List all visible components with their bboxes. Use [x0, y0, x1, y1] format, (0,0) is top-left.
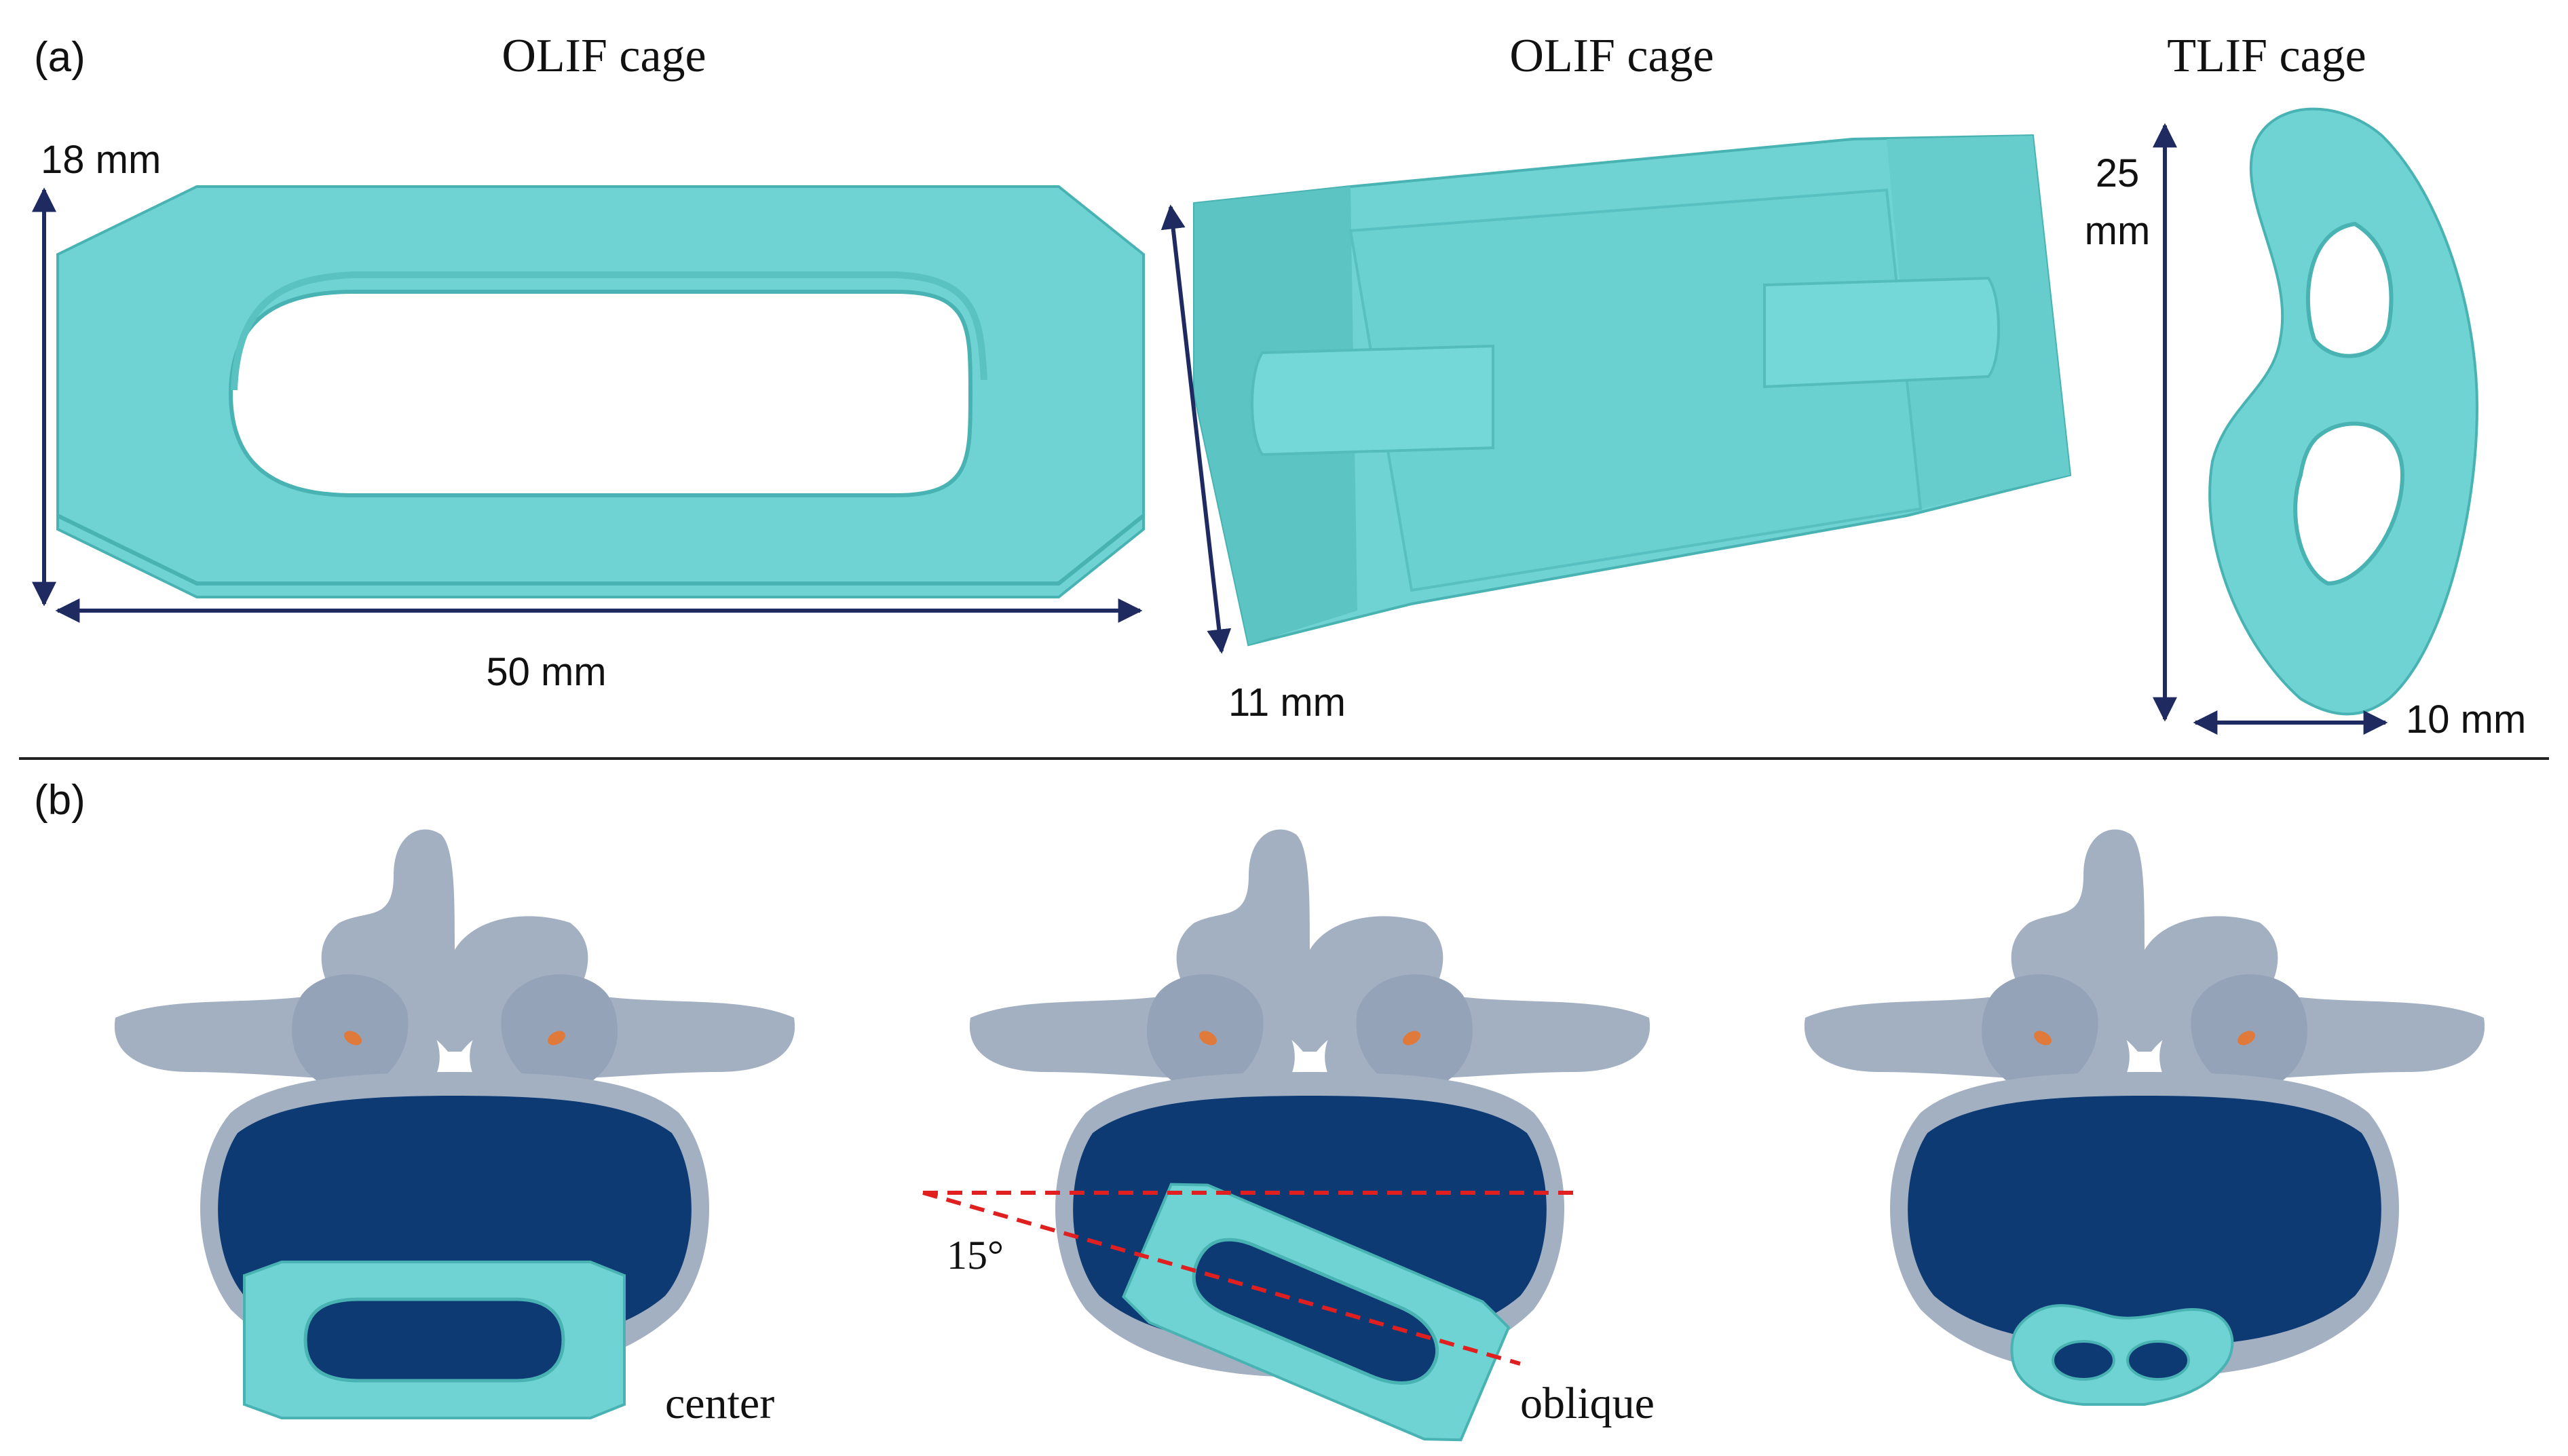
olif-side-title: OLIF cage — [1509, 30, 1714, 82]
olif-side-height-arrow — [1160, 204, 1232, 654]
caption-oblique: oblique — [1520, 1379, 1655, 1428]
olif-cage-front-view — [56, 185, 1145, 598]
olif-side-height-label: 11 mm — [1228, 681, 1346, 725]
tlif-width-label: 10 mm — [2406, 697, 2526, 742]
tlif-length-label-line1: 25 — [2096, 151, 2140, 195]
olif-front-title: OLIF cage — [502, 30, 706, 82]
vertebra-oblique-placement — [969, 829, 1650, 1442]
vertebra-tlif-placement — [1804, 829, 2485, 1406]
panel-b-label: (b) — [34, 777, 86, 824]
angle-label: 15° — [947, 1233, 1004, 1278]
olif-cage-oblique — [1122, 1183, 1511, 1442]
olif-height-label: 18 mm — [41, 138, 161, 182]
tlif-cage-inserted — [2010, 1304, 2234, 1406]
tlif-cage-view — [2208, 107, 2479, 716]
panel-a-label: (a) — [34, 34, 86, 81]
tlif-length-label-line2: mm — [2085, 209, 2151, 253]
olif-length-label: 50 mm — [486, 650, 606, 694]
tlif-title: TLIF cage — [2167, 30, 2366, 82]
vertebra-center-placement — [114, 829, 795, 1419]
reference-line-oblique — [922, 1191, 1521, 1366]
olif-cage-side-view — [1193, 134, 2072, 647]
caption-center: center — [665, 1379, 774, 1428]
olif-cage-center — [243, 1261, 626, 1419]
